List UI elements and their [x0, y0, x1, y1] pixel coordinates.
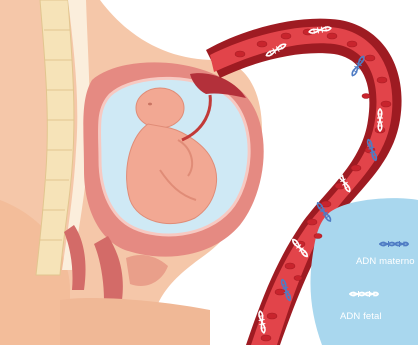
leg — [60, 298, 210, 345]
maternal-plasma — [310, 198, 418, 345]
maternal-dna-label: ADN materno — [356, 256, 418, 267]
fetal-dna-label: ADN fetal — [340, 311, 382, 322]
